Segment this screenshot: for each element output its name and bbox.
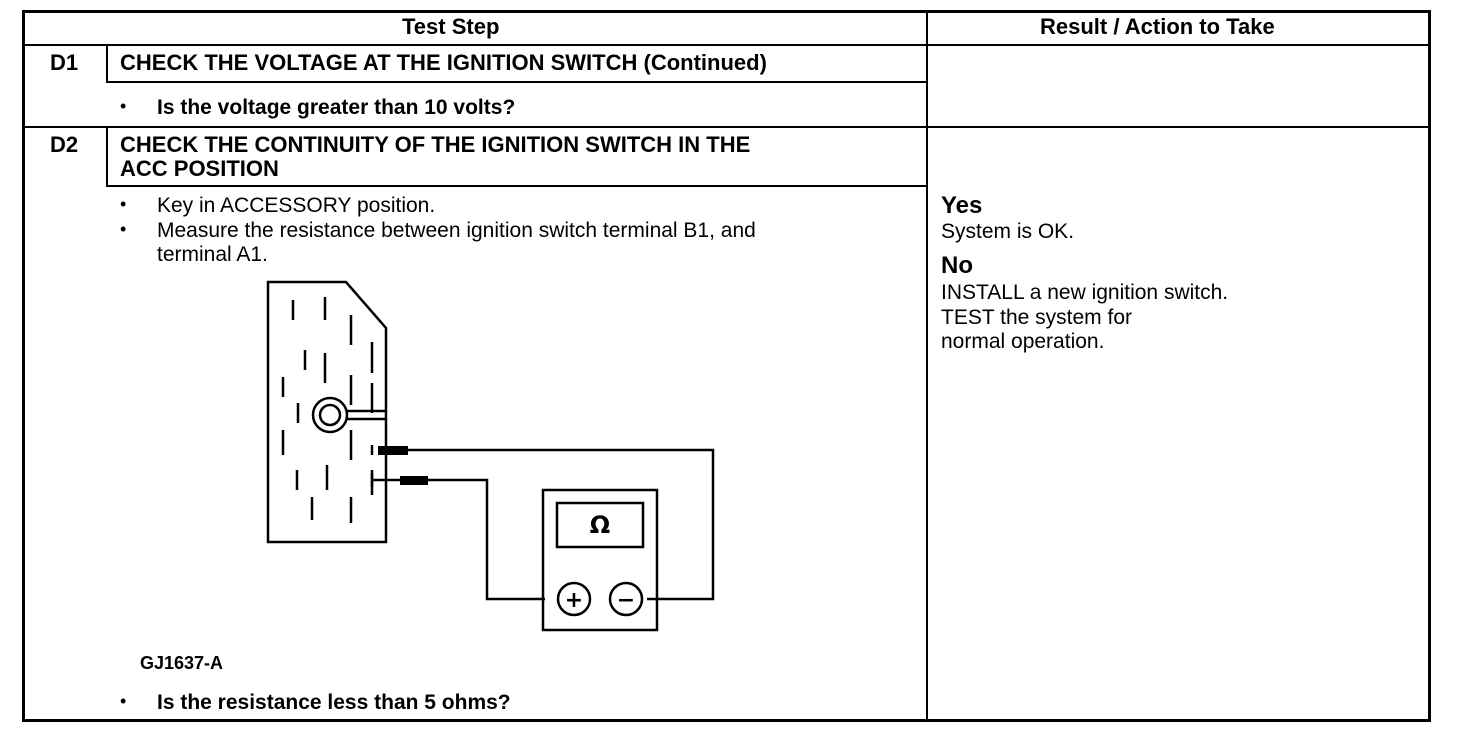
table-border-top [22,10,1431,13]
d1-title-divider [106,81,928,83]
column-divider [926,10,928,722]
step-id-divider-d1 [106,44,108,81]
bullet-icon: • [120,691,127,711]
result-yes-action: System is OK. [941,220,1075,243]
figure-id: GJ1637-A [140,653,224,673]
minus-symbol: − [617,588,635,613]
instruction-1: Key in ACCESSORY position. [157,194,436,217]
step-title-d2-line2: ACC POSITION [120,156,279,181]
table-border-left [22,10,25,722]
instruction-2: Measure the resistance between ignition … [157,219,756,242]
terminal-ring-outer [311,396,349,434]
plus-terminal [556,581,592,617]
probe-wire-positive [373,478,545,601]
d2-title-divider [106,185,928,187]
header-divider [22,44,1431,46]
result-yes-label: Yes [941,192,983,219]
result-no-action-line3: normal operation. [941,330,1105,353]
step-id-d2: D2 [50,132,79,157]
question-d1: Is the voltage greater than 10 volts? [157,96,516,119]
plus-symbol: + [565,588,583,613]
bullet-icon: • [120,194,127,214]
instruction-2-continued: terminal A1. [157,243,268,266]
result-no-action-line1: INSTALL a new ignition switch. [941,281,1229,304]
multimeter-display [555,501,645,549]
table-border-right [1428,10,1431,722]
probe-tip-negative [378,446,408,455]
terminal-ring-inner [318,403,342,427]
step-id-divider-d2 [106,126,108,185]
header-test-step: Test Step [402,14,500,39]
probe-wire-negative [380,448,715,601]
d1-d2-divider [22,126,1431,128]
step-id-d1: D1 [50,50,79,75]
bullet-icon: • [120,219,127,239]
ignition-switch-multimeter-diagram: Ω + − [266,280,715,632]
result-no-label: No [941,252,973,279]
minus-terminal [608,581,644,617]
ohm-symbol: Ω [590,511,610,539]
question-d2: Is the resistance less than 5 ohms? [157,691,511,714]
header-result-action: Result / Action to Take [1040,14,1275,39]
probe-tip-positive [400,476,428,485]
switch-hatch-marks [281,297,374,523]
step-title-d2-line1: CHECK THE CONTINUITY OF THE IGNITION SWI… [120,132,751,157]
table-border-bottom [22,719,1431,722]
terminal-stem [347,409,386,421]
multimeter-body [541,488,659,632]
result-no-action-line2: TEST the system for [941,306,1132,329]
bullet-icon: • [120,96,127,116]
ignition-switch-body [266,280,388,544]
step-title-d1: CHECK THE VOLTAGE AT THE IGNITION SWITCH… [120,50,767,75]
